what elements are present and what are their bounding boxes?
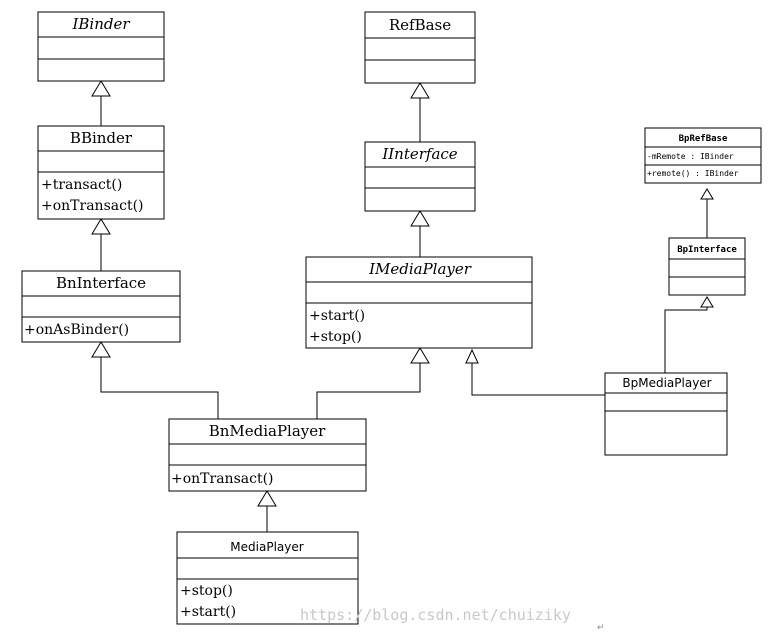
class-bnmediaplayer xyxy=(168,418,367,492)
class-bninterface-operation: +onAsBinder() xyxy=(24,322,129,338)
arrow-to-ibinder xyxy=(91,80,111,97)
class-bprefbase-attribute: -mRemote : IBinder xyxy=(647,152,734,161)
class-bbinder-name: BBinder xyxy=(70,129,133,147)
class-bnmediaplayer-box xyxy=(168,418,367,492)
class-mediaplayer-operation: +stop() xyxy=(180,583,233,599)
arrow-to-imediaplayer-from-bp xyxy=(465,348,479,364)
class-bnmediaplayer-operation: +onTransact() xyxy=(171,471,274,487)
class-bbinder-operation: +transact() xyxy=(41,177,122,193)
class-mediaplayer-operation: +start() xyxy=(180,604,236,620)
class-ibinder-name: IBinder xyxy=(71,15,130,33)
class-bprefbase xyxy=(644,127,762,184)
arrow-to-bprefbase xyxy=(700,188,714,200)
class-bpmediaplayer-box xyxy=(604,372,728,456)
class-mediaplayer-name: MediaPlayer xyxy=(230,540,303,554)
class-imediaplayer-operation: +start() xyxy=(309,308,365,324)
class-bprefbase-box xyxy=(644,127,762,184)
edge-bnmediaplayer-bninterface xyxy=(100,357,219,419)
class-iinterface-name: IInterface xyxy=(381,145,457,163)
arrow-to-bnmediaplayer xyxy=(257,490,277,507)
connectors xyxy=(100,96,708,532)
class-ibinder xyxy=(37,11,165,82)
class-mediaplayer xyxy=(176,531,359,625)
arrow-to-bninterface xyxy=(91,341,111,358)
return-glyph-icon: ↵ xyxy=(597,623,605,633)
class-iinterface-box xyxy=(364,141,476,212)
class-refbase-box xyxy=(364,11,476,84)
arrow-to-iinterface xyxy=(410,210,430,227)
class-refbase xyxy=(364,11,476,84)
arrow-to-bpinterface xyxy=(700,296,714,308)
class-bninterface xyxy=(21,270,181,343)
class-labels: IBinder RefBase BBinder +transact() +onT… xyxy=(24,15,739,620)
edge-bpmediaplayer-imediaplayer xyxy=(471,363,605,396)
class-iinterface xyxy=(364,141,476,212)
edge-bnmediaplayer-imediaplayer xyxy=(316,363,421,419)
edge-bpmediaplayer-bpinterface xyxy=(664,307,708,373)
class-imediaplayer xyxy=(305,256,533,349)
class-bninterface-box xyxy=(21,270,181,343)
class-bbinder xyxy=(37,125,165,220)
class-bpmediaplayer xyxy=(604,372,728,456)
class-bprefbase-name: BpRefBase xyxy=(679,134,728,144)
class-bprefbase-operation: +remote() : IBinder xyxy=(647,169,739,178)
class-bpinterface xyxy=(668,237,746,296)
class-ibinder-box xyxy=(37,11,165,82)
class-imediaplayer-name: IMediaPlayer xyxy=(368,260,472,278)
class-bpinterface-name: BpInterface xyxy=(677,245,737,255)
generalization-arrows xyxy=(91,80,714,507)
class-imediaplayer-operation: +stop() xyxy=(309,329,362,345)
arrow-to-imediaplayer xyxy=(410,347,430,364)
arrow-to-refbase xyxy=(410,82,430,99)
arrow-to-bbinder xyxy=(91,218,111,235)
class-refbase-name: RefBase xyxy=(389,16,451,34)
class-bbinder-operation: +onTransact() xyxy=(41,198,144,214)
class-boxes xyxy=(21,11,762,625)
class-bpmediaplayer-name: BpMediaPlayer xyxy=(622,376,711,390)
watermark-text: https://blog.csdn.net/chuiziky xyxy=(300,606,571,624)
class-mediaplayer-box xyxy=(176,531,359,625)
class-bpinterface-box xyxy=(668,237,746,296)
class-bninterface-name: BnInterface xyxy=(56,274,146,292)
class-bnmediaplayer-name: BnMediaPlayer xyxy=(209,422,326,440)
